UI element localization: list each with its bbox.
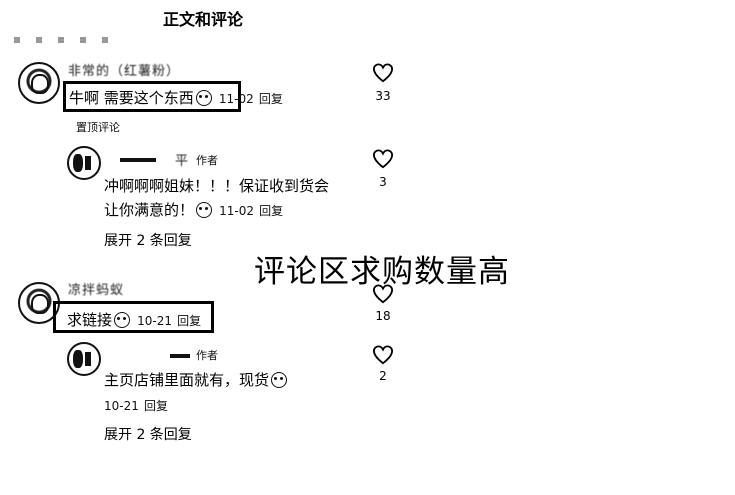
- comment-username[interactable]: 凉拌蚂蚁: [68, 283, 125, 298]
- faded-text-remnant: [14, 37, 114, 43]
- avatar[interactable]: [67, 146, 101, 180]
- like-count: 33: [375, 89, 391, 103]
- redacted-username: [170, 354, 190, 358]
- heart-outline-icon[interactable]: [372, 345, 394, 365]
- author-badge: 作者: [196, 154, 218, 167]
- comment-meta: 10-21 回复: [104, 395, 168, 414]
- sticker-emoji-icon: [114, 312, 131, 328]
- comment-text: 求链接: [67, 311, 113, 329]
- comment-username[interactable]: 非常的（红薯粉）: [68, 64, 181, 79]
- comment-date: 11-02: [219, 204, 254, 218]
- comment-body: 牛啊 需要这个东西 11-02 回复: [69, 87, 283, 108]
- like-count: 2: [379, 369, 387, 383]
- highlight-box: [63, 81, 241, 112]
- expand-replies-button[interactable]: 展开 2 条回复: [104, 233, 192, 249]
- expand-replies-button[interactable]: 展开 2 条回复: [104, 427, 192, 443]
- comment-body: 主页店铺里面就有，现货: [104, 369, 289, 390]
- heart-outline-icon[interactable]: [372, 284, 394, 304]
- comment-date: 10-21: [104, 399, 139, 413]
- like-count: 18: [375, 309, 391, 323]
- author-badge: 作者: [196, 349, 218, 362]
- page-title: 正文和评论: [163, 10, 244, 29]
- comment-date: 10-21: [137, 314, 172, 328]
- like-count: 3: [379, 175, 387, 189]
- reply-button[interactable]: 回复: [143, 399, 168, 413]
- sticker-emoji-icon: [195, 90, 212, 106]
- avatar[interactable]: [67, 342, 101, 376]
- comment-text: 冲啊啊啊姐妹！！！保证收到货会: [104, 177, 330, 195]
- comment-text: 牛啊 需要这个东西: [69, 89, 194, 107]
- heart-outline-icon[interactable]: [372, 63, 394, 83]
- redacted-username: [120, 158, 156, 162]
- sticker-emoji-icon: [271, 372, 288, 388]
- comment-username[interactable]: 平: [175, 154, 190, 169]
- reply-button[interactable]: 回复: [177, 314, 202, 328]
- comment-body: 求链接 10-21 回复: [67, 309, 201, 330]
- heart-outline-icon[interactable]: [372, 149, 394, 169]
- reply-button[interactable]: 回复: [258, 92, 283, 106]
- pinned-label: 置顶评论: [76, 121, 120, 134]
- overlay-caption: 评论区求购数量高: [254, 254, 510, 290]
- comment-text: 主页店铺里面就有，现货: [104, 371, 270, 389]
- comment-body-line2: 让你满意的！ 11-02 回复: [104, 199, 283, 220]
- avatar[interactable]: [18, 62, 60, 104]
- sticker-emoji-icon: [196, 202, 213, 218]
- avatar[interactable]: [18, 282, 60, 324]
- comment-text: 让你满意的！: [104, 201, 195, 219]
- comment-date: 11-02: [218, 92, 254, 106]
- reply-button[interactable]: 回复: [259, 204, 284, 218]
- highlight-box: [53, 301, 214, 333]
